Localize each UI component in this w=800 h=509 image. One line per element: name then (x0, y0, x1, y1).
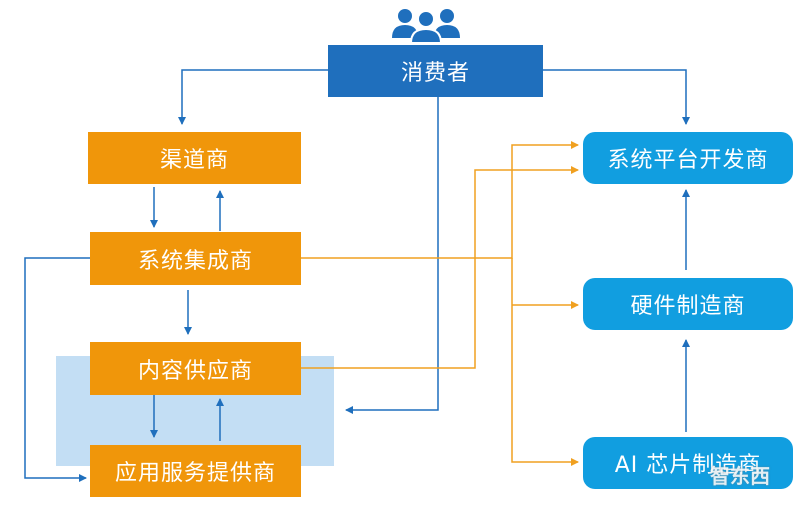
ai-chip-node: AI 芯片制造商 (583, 437, 793, 489)
platform-dev-label: 系统平台开发商 (607, 148, 769, 173)
consumer-to-platform-arrow (543, 69, 690, 125)
app-service-node: 应用服务提供商 (90, 445, 301, 497)
consumer-node: 消费者 (328, 45, 543, 97)
ai-chip-label: AI 芯片制造商 (614, 453, 762, 478)
channel-node: 渠道商 (88, 132, 301, 184)
consumer-to-content-area-arrow (345, 97, 439, 414)
channel-label: 渠道商 (159, 148, 229, 173)
watermark-logo: 智东西 (690, 452, 790, 496)
integrator-to-app-loop-arrow (24, 257, 90, 482)
content-node: 内容供应商 (90, 342, 301, 395)
hardware-node: 硬件制造商 (583, 278, 793, 330)
watermark-text: 智东西 (710, 463, 770, 488)
platform-dev-node: 系统平台开发商 (583, 132, 793, 184)
people-group-icon (392, 9, 460, 44)
integrator-label: 系统集成商 (137, 248, 253, 274)
app-service-label: 应用服务提供商 (114, 461, 276, 486)
integrator-node: 系统集成商 (90, 232, 301, 285)
content-to-platform-arrow (300, 166, 579, 369)
hardware-label: 硬件制造商 (630, 294, 746, 319)
consumer-label: 消费者 (400, 61, 470, 86)
integrator-to-suppliers-line (300, 141, 579, 259)
integrator-to-ai-chip-line (511, 258, 579, 466)
content-label: 内容供应商 (137, 358, 253, 384)
consumer-to-channel-arrow (178, 69, 328, 125)
